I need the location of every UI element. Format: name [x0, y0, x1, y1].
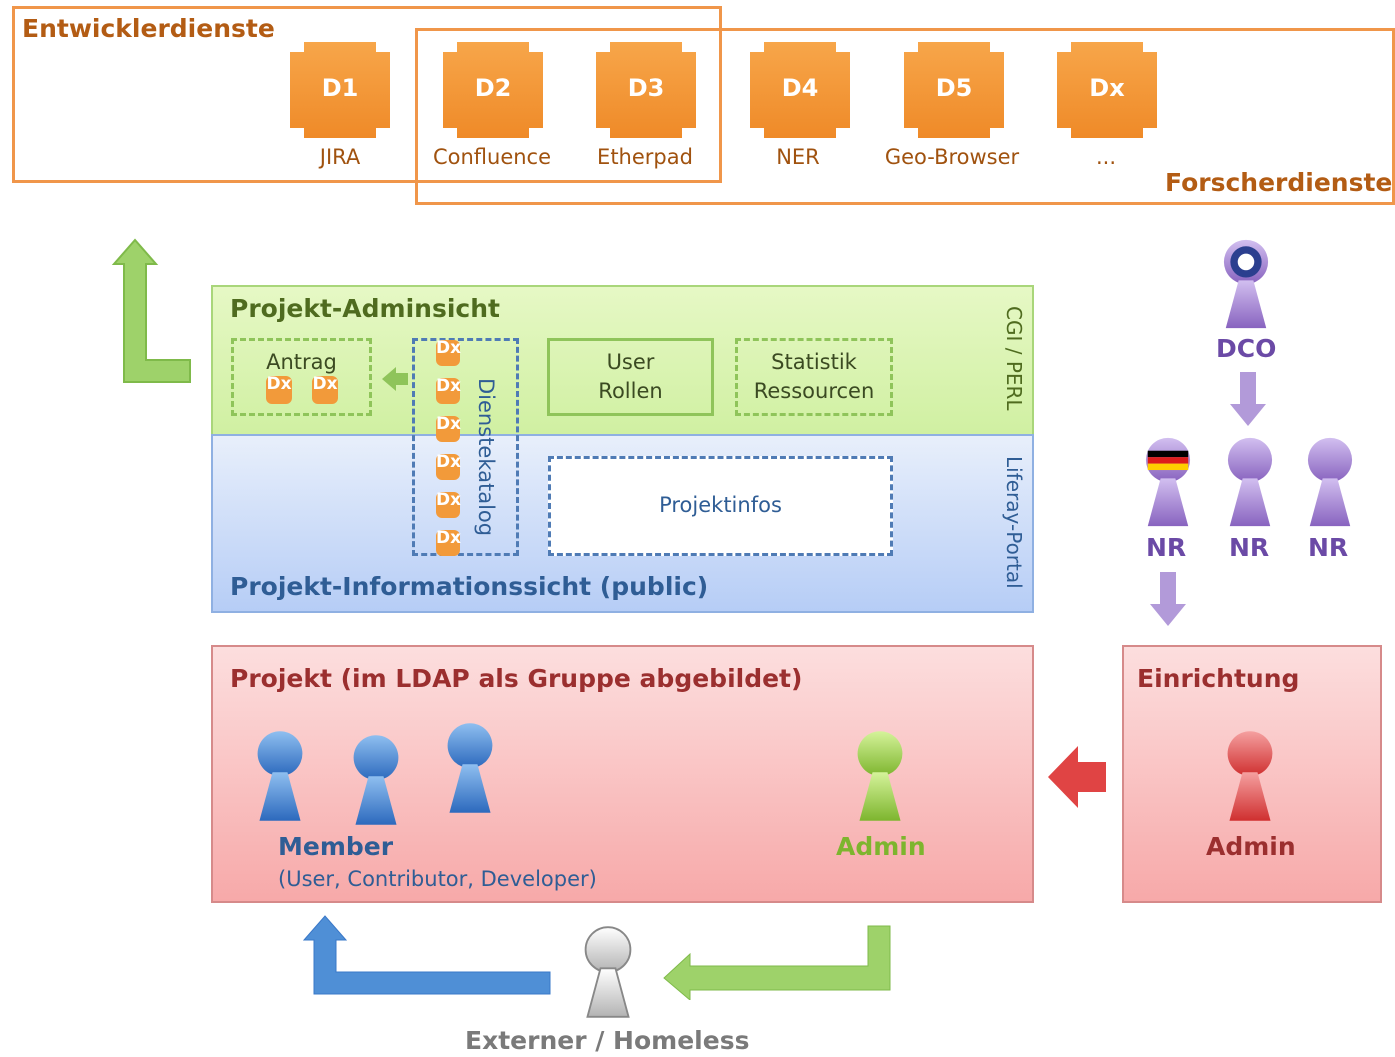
catalog-service-tile: Dx — [436, 416, 461, 442]
service-code: D3 — [627, 74, 665, 102]
liferay-portal-label: Liferay-Portal — [1002, 456, 1026, 589]
member-person-icon — [348, 732, 404, 828]
developer-services-title: Entwicklerdienste — [22, 14, 275, 43]
member-person-icon — [442, 720, 498, 816]
nr-person-icon-germany — [1140, 436, 1196, 528]
arrow-down-icon — [1150, 572, 1186, 626]
service-tile-d5[interactable]: D5 — [904, 42, 1004, 138]
dco-person-icon — [1218, 238, 1274, 330]
project-panel — [211, 645, 1034, 903]
admin-view-panel — [211, 285, 1034, 436]
external-person-icon — [580, 924, 636, 1020]
admin-view-title: Projekt-Adminsicht — [230, 294, 500, 323]
arrow-left-icon — [1048, 746, 1106, 808]
arrow-left-icon — [663, 925, 891, 1000]
arrow-down-icon — [1230, 372, 1266, 426]
service-catalog-box[interactable] — [412, 338, 519, 556]
antrag-label: Antrag — [266, 350, 337, 374]
catalog-service-tile: Dx — [436, 492, 461, 518]
service-code: Dx — [1089, 74, 1125, 102]
statistics-box[interactable] — [735, 338, 893, 416]
project-title: Projekt (im LDAP als Gruppe abgebildet) — [230, 664, 803, 693]
dco-label: DCO — [1216, 334, 1277, 363]
arrow-left-icon — [382, 367, 408, 391]
nr-person-icon — [1222, 436, 1278, 528]
nr-label-2: NR — [1229, 533, 1270, 562]
roles-label: Rollen — [598, 379, 663, 403]
service-name: Confluence — [432, 145, 552, 169]
project-admin-label: Admin — [836, 832, 926, 861]
service-catalog-label: Dienstekatalog — [474, 378, 498, 537]
antrag-box[interactable] — [231, 338, 372, 416]
admin-person-icon — [852, 728, 908, 824]
service-tile-dx[interactable]: Dx — [1057, 42, 1157, 138]
catalog-service-tile: Dx — [436, 378, 461, 404]
service-tile-d3[interactable]: D3 — [596, 42, 696, 138]
service-code: D4 — [781, 74, 819, 102]
service-code: D5 — [935, 74, 973, 102]
service-name: NER — [776, 145, 820, 169]
developer-services-frame — [12, 6, 722, 183]
catalog-service-tile: Dx — [436, 454, 461, 480]
nr-label-3: NR — [1308, 533, 1349, 562]
user-roles-box[interactable] — [547, 338, 714, 416]
service-name: JIRA — [319, 145, 361, 169]
setup-title: Einrichtung — [1137, 664, 1300, 693]
service-tile-d4[interactable]: D4 — [750, 42, 850, 138]
user-label: User — [606, 350, 655, 374]
nr-person-icon — [1302, 436, 1358, 528]
service-tile-d2[interactable]: D2 — [443, 42, 543, 138]
member-roles-text: (User, Contributor, Developer) — [278, 867, 597, 891]
service-tile-d1[interactable]: D1 — [290, 42, 390, 138]
arrow-up-icon — [111, 238, 191, 383]
project-info-label: Projektinfos — [659, 493, 782, 517]
external-label: Externer / Homeless — [465, 1026, 750, 1055]
statistics-label: Statistik — [771, 350, 857, 374]
info-view-title: Projekt-Informationssicht (public) — [230, 572, 709, 601]
resources-label: Ressourcen — [753, 379, 875, 403]
researcher-services-frame — [415, 28, 1395, 205]
project-info-box[interactable] — [548, 456, 893, 556]
researcher-services-title: Forscherdienste — [1165, 168, 1393, 197]
setup-admin-person-icon — [1222, 728, 1278, 824]
service-name: Geo-Browser — [884, 145, 1020, 169]
member-label: Member — [278, 832, 394, 861]
service-code: D2 — [474, 74, 512, 102]
service-code: D1 — [321, 74, 359, 102]
arrow-up-icon — [302, 915, 551, 995]
catalog-service-tile: Dx — [436, 530, 461, 556]
nr-label-1: NR — [1146, 533, 1187, 562]
catalog-service-tile: Dx — [436, 340, 461, 366]
service-name: ... — [1095, 145, 1117, 169]
member-person-icon — [252, 728, 308, 824]
cgi-perl-label: CGI / PERL — [1002, 306, 1026, 411]
setup-admin-label: Admin — [1206, 832, 1296, 861]
antrag-service-tile-1: Dx — [266, 376, 292, 404]
antrag-service-tile-2: Dx — [312, 376, 338, 404]
service-name: Etherpad — [597, 145, 693, 169]
